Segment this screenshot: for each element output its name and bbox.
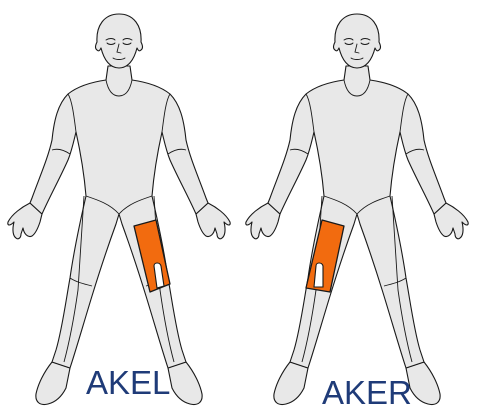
label-akel: AKEL (86, 364, 170, 401)
label-aker: AKER (322, 374, 412, 411)
figure-akel: AKEL (8, 14, 230, 405)
figure-aker: AKER (246, 14, 468, 411)
